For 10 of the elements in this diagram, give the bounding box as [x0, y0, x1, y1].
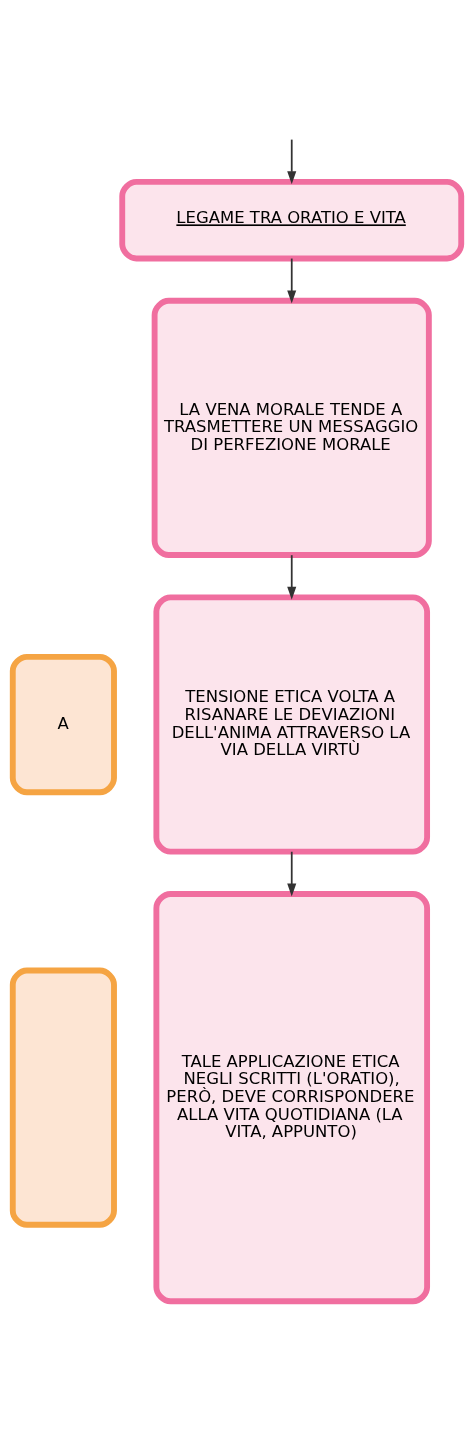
node-box — [9, 967, 117, 1228]
node-box: LA VENA MORALE TENDE A TRASMETTERE UN MESSAGGIO DI PERFEZIONE MORALE — [151, 297, 432, 558]
arrow — [287, 850, 297, 897]
node-box: LEGAME TRA ORATIO E VITA — [119, 179, 465, 262]
arrow — [287, 138, 297, 185]
arrow — [287, 257, 297, 304]
node-box: A — [9, 653, 117, 796]
arrow — [287, 554, 297, 600]
node-box: TALE APPLICAZIONE ETICA NEGLI SCRITTI (L'ORATIO), PERÒ, DEVE CORRISPONDERE ALLA VITA QUOTIDIANA (LA VITA, APPUNTO) — [153, 891, 431, 1305]
node-box: TENSIONE ETICA VOLTA A RISANARE LE DEVIAZIONI DELL'ANIMA ATTRAVERSO LA VIA DELLA VIRTÙ — [153, 594, 431, 855]
